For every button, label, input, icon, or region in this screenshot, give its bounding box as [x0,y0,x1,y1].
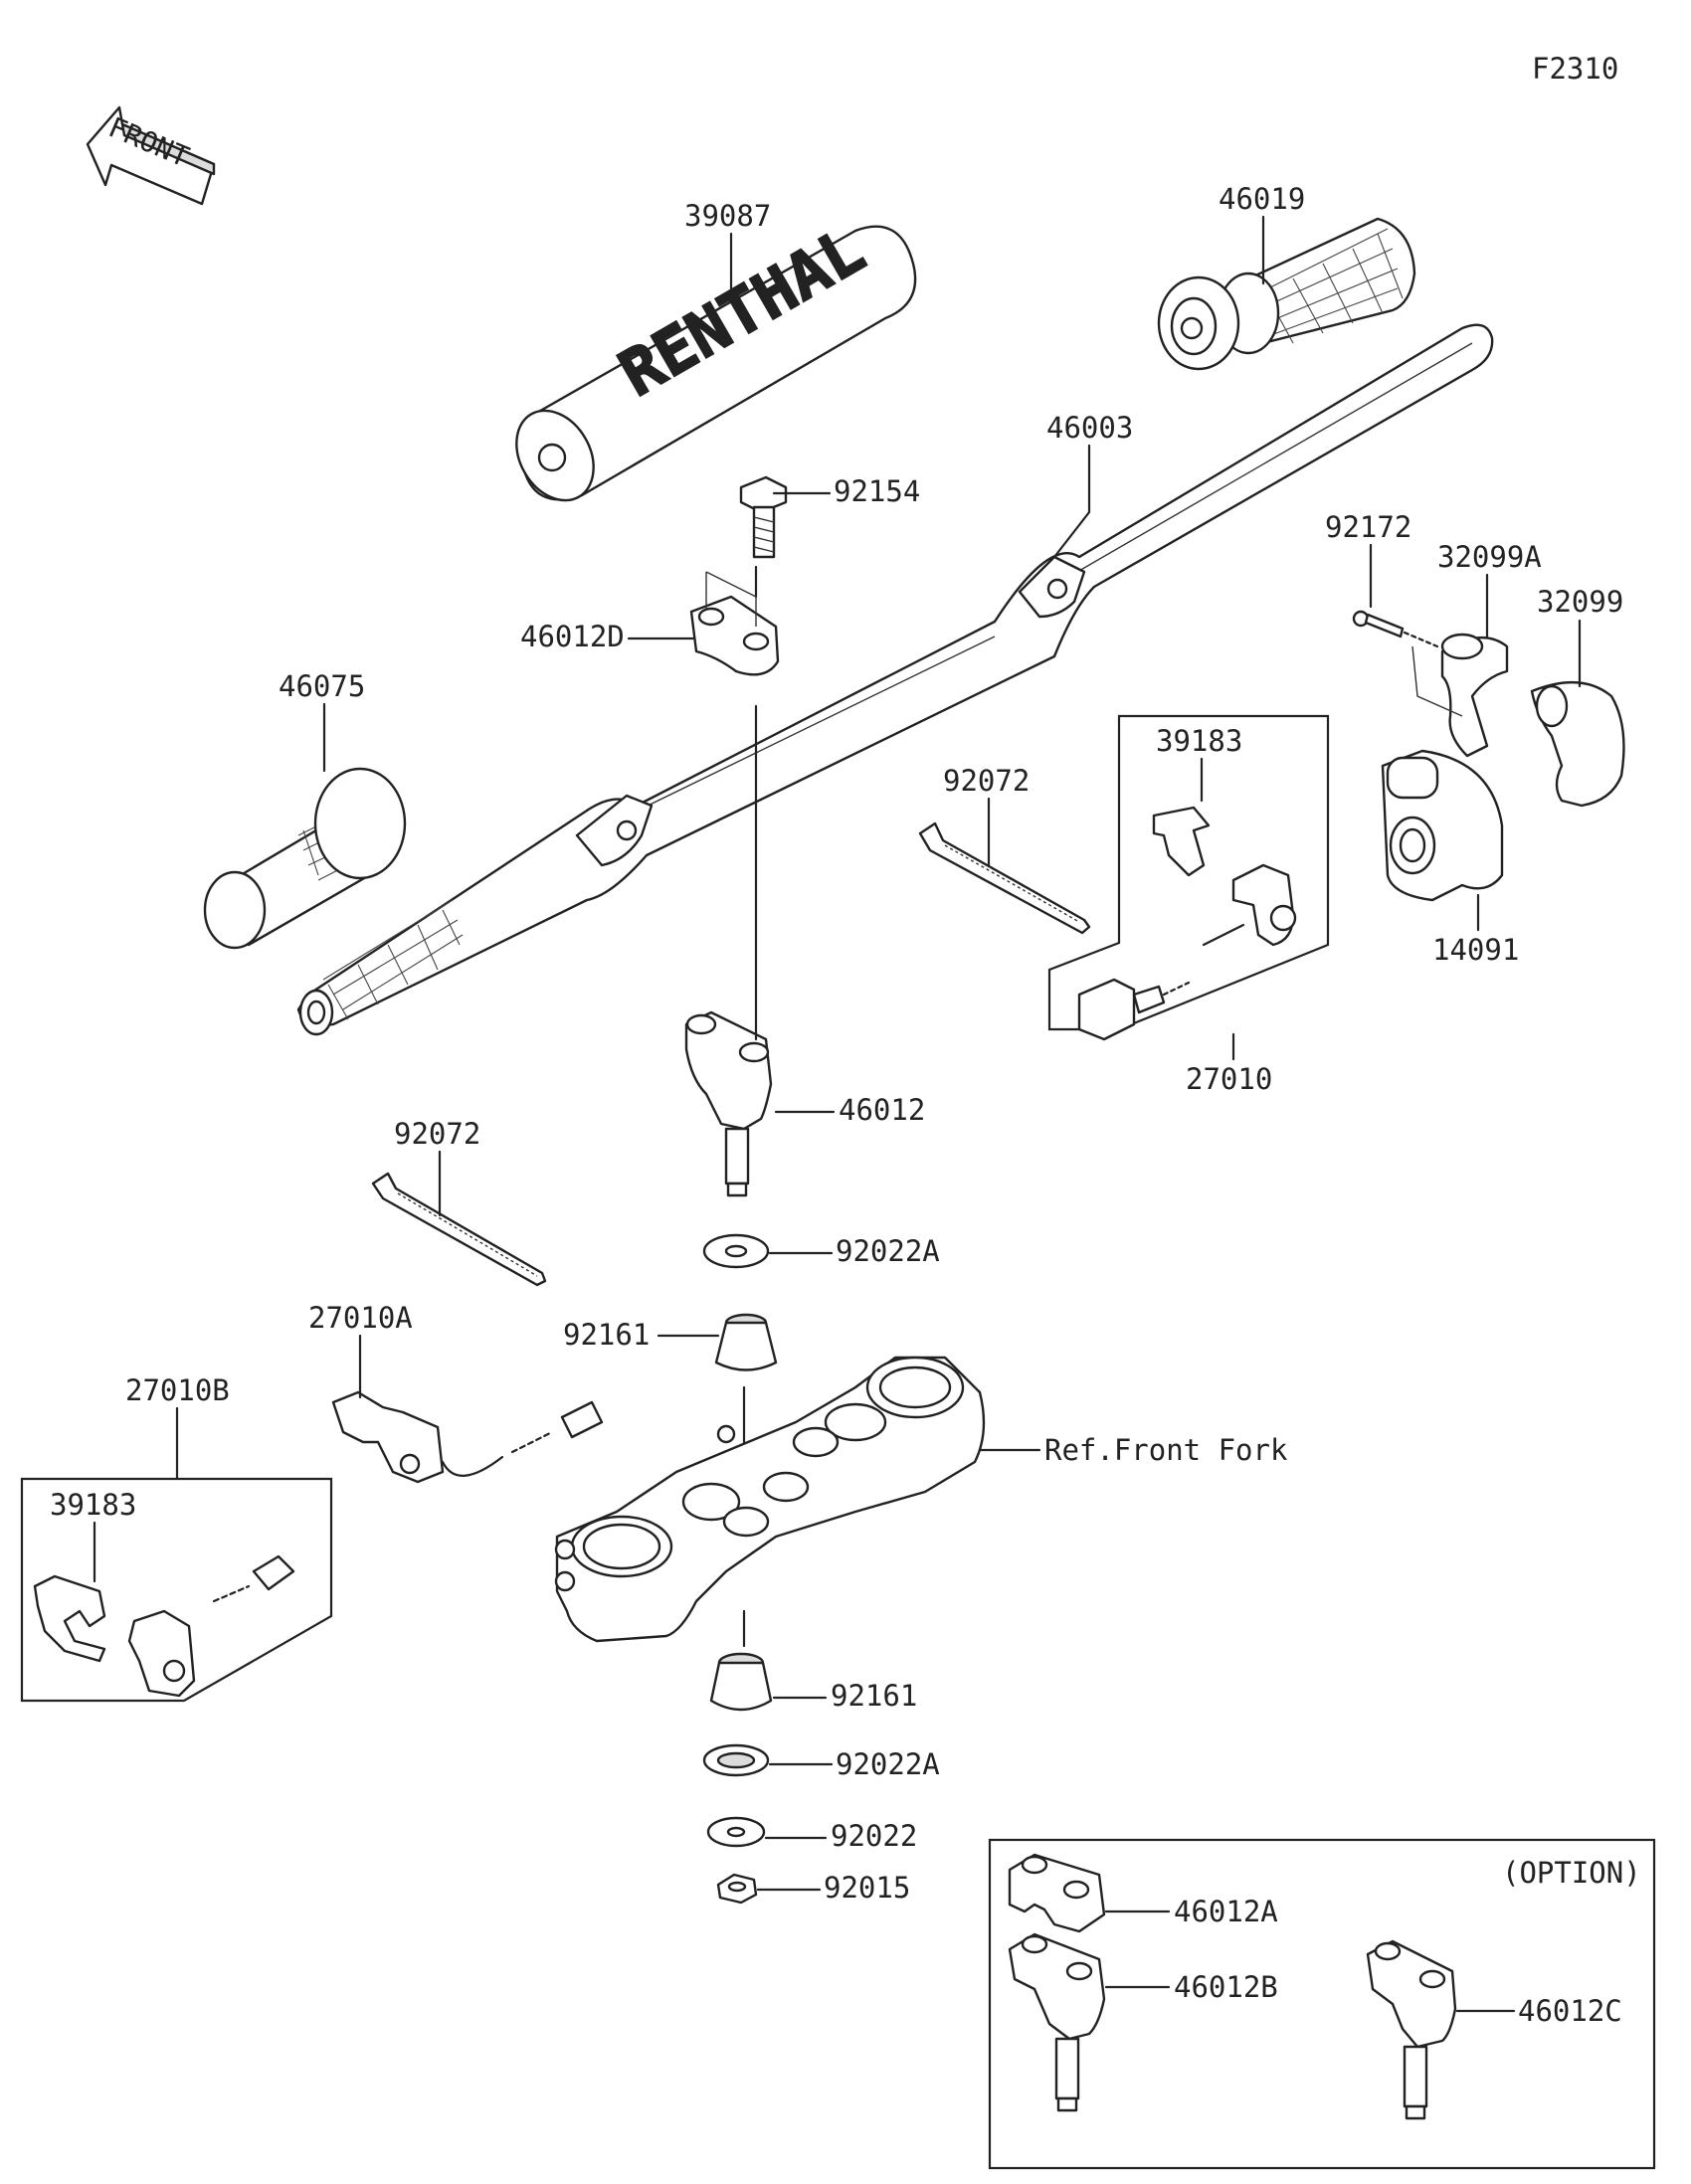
label-32099A: 32099A [1437,540,1542,574]
clamp-46012D [689,595,780,676]
washer-92022A-lower [702,1743,770,1777]
switch-housing-14091 [1381,749,1504,902]
label-92072-lower: 92072 [394,1117,480,1151]
label-39087: 39087 [684,199,771,233]
front-arrow-icon: FRONT [86,105,216,206]
handlebar [296,323,1494,1036]
label-46012: 46012 [839,1093,925,1127]
option-label: (OPTION) [1502,1856,1641,1890]
switch-box-27010 [1047,714,1330,1041]
washer-92022 [706,1816,766,1848]
label-27010B: 27010B [125,1373,230,1407]
option-box: (OPTION) 46012A 46012B 46012C [988,1838,1656,2170]
label-92022A-upper: 92022A [836,1234,940,1268]
label-92022A-lower: 92022A [836,1747,940,1781]
nut-92015 [716,1873,758,1905]
label-46075: 46075 [279,669,365,703]
screw-92172 [1352,610,1439,648]
housing-32099A [1440,633,1509,758]
throttle-grip [1157,217,1416,371]
label-92022: 92022 [831,1819,917,1853]
label-92172: 92172 [1325,510,1411,544]
cable-tie-lower [371,1172,547,1287]
label-92154: 92154 [834,474,920,508]
label-39183-upper: 39183 [1156,724,1242,758]
label-46012C: 46012C [1518,1994,1622,2028]
label-27010A: 27010A [308,1301,413,1335]
damper-92161-upper [714,1313,778,1371]
label-46012A: 46012A [1174,1895,1278,1928]
label-92161-lower: 92161 [831,1679,917,1713]
triple-clamp [554,1356,986,1643]
switch-box-27010B [20,1477,333,1703]
washer-92022A-upper [702,1233,770,1269]
label-46003: 46003 [1046,411,1133,445]
label-92015: 92015 [824,1871,910,1905]
ref-front-fork-label: Ref.Front Fork [1044,1433,1288,1467]
left-grip [203,767,407,950]
label-32099: 32099 [1537,585,1623,619]
riser-46012 [684,1010,773,1197]
label-27010: 27010 [1186,1062,1272,1096]
cable-tie-upper [918,821,1091,935]
switch-27010A [331,1390,604,1484]
handlebar-pad: RENTHAL [515,213,917,502]
damper-92161-lower [709,1652,773,1712]
label-46012B: 46012B [1174,1970,1278,2004]
housing-32099 [1530,681,1625,808]
label-92161-upper: 92161 [563,1318,650,1352]
label-14091: 14091 [1432,933,1519,967]
label-39183-lower: 39183 [50,1488,136,1522]
label-92072-upper: 92072 [943,764,1030,798]
diagram-code: F2310 [1532,52,1618,86]
label-46019: 46019 [1219,182,1305,216]
bolt-92154 [739,475,788,559]
label-46012D: 46012D [520,620,625,653]
